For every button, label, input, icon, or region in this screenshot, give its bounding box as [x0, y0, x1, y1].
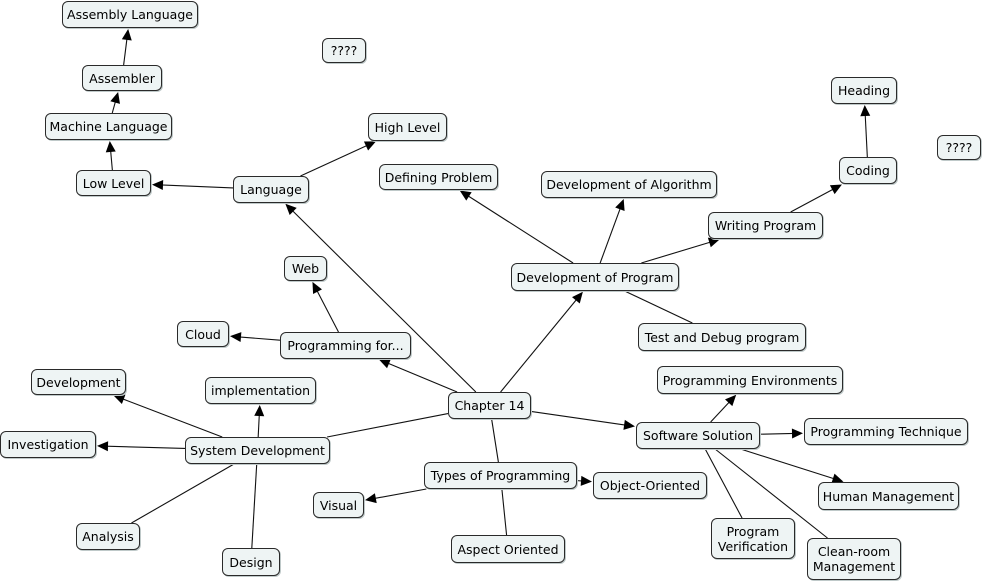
- node-test-and-debug-program[interactable]: Test and Debug program: [638, 323, 806, 351]
- node-cleanroom-management[interactable]: Clean-room Management: [807, 538, 901, 580]
- arrowhead-chapter14-language: [285, 203, 297, 215]
- node-programming-environments[interactable]: Programming Environments: [657, 366, 843, 394]
- connector-development_of_program-test_and_debug: [624, 290, 693, 324]
- connector-low_level-machine_language: [110, 149, 113, 171]
- node-web[interactable]: Web: [284, 256, 327, 281]
- connector-assembler-assembly_language: [123, 37, 128, 66]
- connector-system_development-implementation: [257, 413, 260, 438]
- node-assembly-language[interactable]: Assembly Language: [62, 1, 198, 28]
- connector-types_of_programming-visual: [373, 488, 427, 500]
- node-object-oriented[interactable]: Object-Oriented: [593, 472, 707, 499]
- connector-chapter14-types_of_programming: [491, 418, 499, 463]
- node-programming-technique[interactable]: Programming Technique: [804, 418, 968, 445]
- node-coding[interactable]: Coding: [839, 157, 897, 184]
- connector-machine_language-assembler: [111, 100, 117, 114]
- arrowhead-programming_for-web: [312, 281, 322, 294]
- arrowhead-machine_language-assembler: [110, 91, 120, 104]
- arrowhead-programming_for-cloud: [229, 332, 242, 343]
- connector-system_development-design: [251, 463, 258, 549]
- connector-chapter14-language: [291, 209, 477, 393]
- connector-programming_for-cloud: [238, 336, 281, 341]
- connector-system_development-investigation: [105, 445, 186, 449]
- connector-writing_program-coding: [790, 188, 835, 213]
- node-unknown-1[interactable]: ????: [322, 38, 366, 63]
- arrowhead-low_level-machine_language: [105, 140, 116, 153]
- connector-development_of_program-defining_problem: [466, 194, 574, 264]
- node-visual[interactable]: Visual: [313, 492, 364, 518]
- connector-chapter14-system_development: [326, 413, 449, 438]
- connector-software_solution-programming_environments: [710, 400, 731, 423]
- arrowhead-development_of_program-development_of_algorithm: [615, 198, 625, 211]
- arrowhead-software_solution-programming_technique: [791, 428, 804, 439]
- node-types-of-programming[interactable]: Types of Programming: [424, 462, 577, 489]
- node-human-management[interactable]: Human Management: [818, 482, 959, 510]
- arrowhead-chapter14-development_of_program: [572, 291, 583, 304]
- node-programming-for[interactable]: Programming for...: [280, 332, 411, 359]
- node-program-verification[interactable]: Program Verification: [711, 518, 795, 559]
- connector-types_of_programming-aspect_oriented: [501, 488, 508, 536]
- arrowhead-assembler-assembly_language: [121, 28, 132, 41]
- connector-chapter14-development_of_program: [500, 298, 578, 393]
- node-heading[interactable]: Heading: [831, 77, 897, 104]
- connector-development_of_program-writing_program: [641, 241, 712, 264]
- arrowhead-system_development-development: [113, 394, 126, 404]
- node-cloud[interactable]: Cloud: [177, 321, 229, 347]
- arrowhead-development_of_program-defining_problem: [459, 190, 472, 201]
- connector-language-low_level: [160, 184, 234, 189]
- arrowhead-software_solution-human_management: [831, 473, 844, 484]
- connector-software_solution-programming_technique: [759, 432, 795, 435]
- arrowhead-language-high_level: [363, 141, 377, 151]
- arrowhead-development_of_program-writing_program: [707, 237, 720, 248]
- connector-system_development-analysis: [131, 463, 235, 524]
- node-development-of-program[interactable]: Development of Program: [511, 263, 679, 291]
- connector-software_solution-cleanroom_management: [714, 448, 828, 539]
- connector-coding-heading: [864, 113, 868, 158]
- node-assembler[interactable]: Assembler: [82, 65, 162, 91]
- connector-system_development-development: [121, 398, 223, 438]
- connector-development_of_program-development_of_algorithm: [599, 207, 622, 264]
- connector-software_solution-program_verification: [704, 448, 743, 519]
- node-system-development[interactable]: System Development: [185, 437, 330, 464]
- node-design[interactable]: Design: [222, 548, 280, 576]
- arrowhead-coding-heading: [860, 104, 871, 117]
- arrowhead-language-low_level: [151, 180, 164, 191]
- arrowhead-chapter14-software_solution: [623, 419, 636, 430]
- connector-language-high_level: [300, 144, 369, 177]
- node-writing-program[interactable]: Writing Program: [708, 212, 823, 239]
- node-analysis[interactable]: Analysis: [76, 523, 140, 550]
- node-investigation[interactable]: Investigation: [0, 431, 96, 458]
- arrowhead-types_of_programming-object_oriented: [580, 475, 593, 486]
- node-defining-problem[interactable]: Defining Problem: [379, 164, 498, 190]
- node-machine-language[interactable]: Machine Language: [45, 113, 172, 140]
- arrowhead-writing_program-coding: [829, 184, 842, 195]
- arrowhead-types_of_programming-visual: [364, 493, 377, 504]
- node-chapter-14[interactable]: Chapter 14: [448, 392, 531, 419]
- connector-chapter14-programming_for: [386, 362, 458, 393]
- node-language[interactable]: Language: [233, 176, 309, 203]
- node-high-level[interactable]: High Level: [368, 113, 447, 141]
- node-implementation[interactable]: implementation: [205, 377, 316, 404]
- arrowhead-software_solution-programming_environments: [725, 394, 737, 407]
- connector-programming_for-web: [316, 289, 339, 333]
- arrowhead-system_development-implementation: [254, 404, 265, 417]
- arrowhead-system_development-investigation: [96, 441, 109, 452]
- node-aspect-oriented[interactable]: Aspect Oriented: [451, 535, 565, 563]
- node-unknown-2[interactable]: ????: [937, 135, 981, 160]
- node-low-level[interactable]: Low Level: [76, 170, 151, 196]
- node-development-of-algorithm[interactable]: Development of Algorithm: [541, 171, 717, 198]
- node-development[interactable]: Development: [31, 369, 126, 395]
- connector-chapter14-software_solution: [530, 410, 627, 426]
- arrowhead-chapter14-programming_for: [378, 359, 391, 369]
- connector-software_solution-human_management: [740, 448, 836, 480]
- node-software-solution[interactable]: Software Solution: [636, 422, 760, 449]
